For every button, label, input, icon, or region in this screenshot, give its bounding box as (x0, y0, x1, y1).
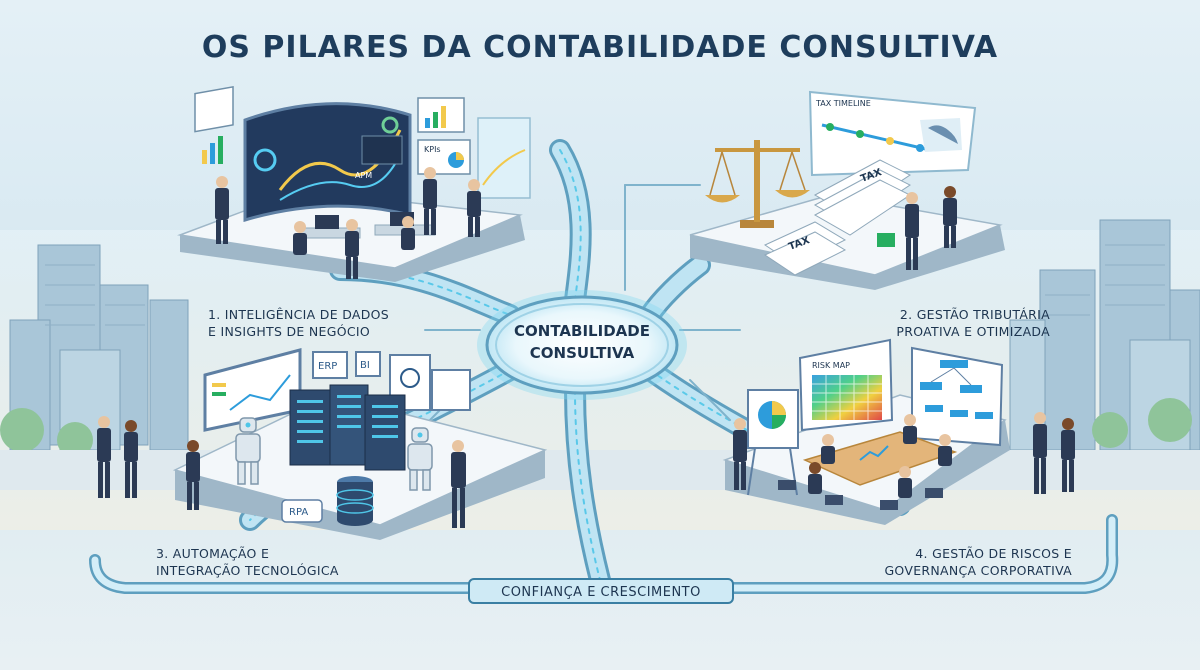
hub-line-1: CONTABILIDADE (514, 322, 650, 340)
platform-risk: RISK MAP (722, 338, 1075, 525)
pillar-3-label: 3. AUTOMAÇÃO E INTEGRAÇÃO TECNOLÓGICA (156, 545, 339, 579)
pillar-1-line-1: 1. INTELIGÊNCIA DE DADOS (208, 307, 390, 322)
hub-line-2: CONSULTIVA (530, 344, 635, 362)
rpa-text: RPA (289, 507, 308, 518)
outer-track (89, 514, 1119, 594)
kpis-text: KPIs (424, 145, 441, 154)
pillar-1-label: 1. INTELIGÊNCIA DE DADOS E INSIGHTS DE N… (208, 306, 389, 340)
pillar-4-line-1: 4. GESTÃO DE RISCOS E (915, 546, 1072, 561)
pillar-3-line-2: INTEGRAÇÃO TECNOLÓGICA (156, 563, 339, 578)
central-hub: CONTABILIDADE CONSULTIVA (477, 290, 687, 400)
pillar-4-line-2: GOVERNANÇA CORPORATIVA (884, 563, 1072, 578)
confidence-growth-banner: CONFIANÇA E CRESCIMENTO (468, 578, 734, 604)
risk-map-text: RISK MAP (812, 361, 850, 370)
erp-text: ERP (318, 361, 337, 372)
platform-automation: ERP BI RPA (97, 348, 548, 540)
pillar-2-line-1: 2. GESTÃO TRIBUTÁRIA (899, 307, 1050, 322)
apm-text: APM (355, 171, 372, 180)
bi-text: BI (360, 360, 370, 371)
platform-tax: TAX TIMELINE TAX TAX (689, 90, 1005, 290)
pillar-4-label: 4. GESTÃO DE RISCOS E GOVERNANÇA CORPORA… (860, 545, 1072, 579)
page-title: OS PILARES DA CONTABILIDADE CONSULTIVA (201, 30, 999, 65)
pillar-3-line-1: 3. AUTOMAÇÃO E (156, 546, 270, 561)
tax-timeline-text: TAX TIMELINE (815, 99, 871, 108)
platform-data-intelligence: APM KPIs (177, 86, 531, 282)
pillar-2-label: 2. GESTÃO TRIBUTÁRIA PROATIVA E OTIMIZAD… (818, 306, 1050, 340)
pillar-2-line-2: PROATIVA E OTIMIZADA (896, 324, 1050, 339)
pillar-1-line-2: E INSIGHTS DE NEGÓCIO (208, 324, 370, 339)
